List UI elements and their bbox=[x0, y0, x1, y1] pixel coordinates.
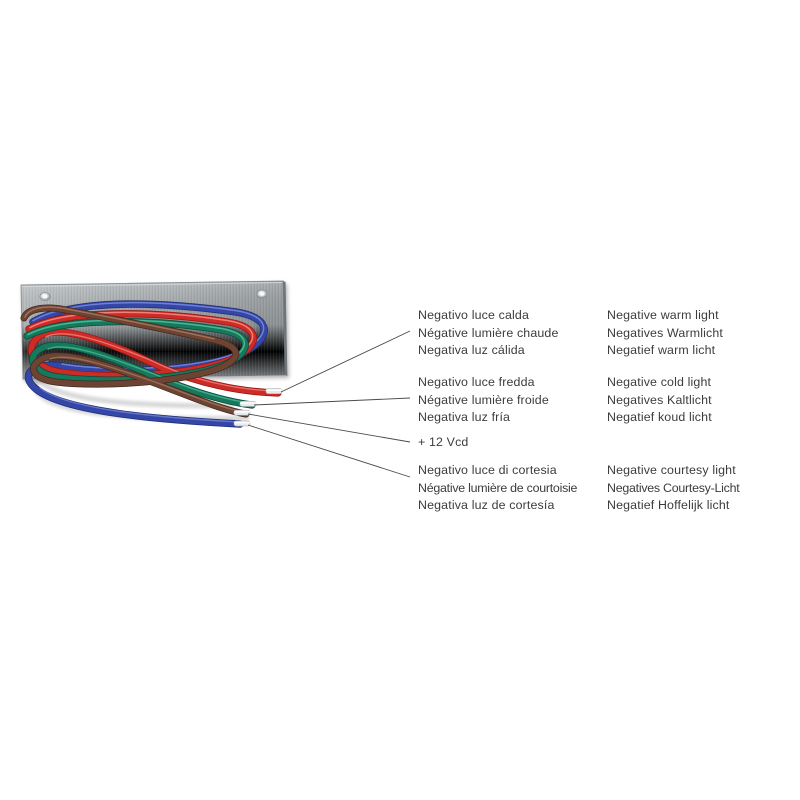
label-warm-nl: Negatief warm licht bbox=[607, 343, 716, 358]
label-courtesy-en: Negative courtesy light bbox=[607, 463, 736, 477]
label-warm-de: Negatives Warmlicht bbox=[607, 325, 723, 340]
label-warm-fr: Négative lumière chaude bbox=[418, 325, 559, 340]
label-courtesy-nl: Negatief Hoffelijk licht bbox=[607, 498, 730, 513]
green-wire bbox=[23, 318, 256, 409]
label-warm-en: Negative warm light bbox=[607, 308, 719, 322]
leader-line-courtesy bbox=[247, 424, 411, 478]
wire-tip-cold bbox=[239, 401, 257, 407]
label-cold-fr: Négative lumière froide bbox=[418, 392, 549, 407]
wire-bundle bbox=[20, 300, 282, 428]
label-cold-left: Negativo luce fredda Négative lumière fr… bbox=[418, 374, 549, 427]
label-courtesy-es: Negativa luz de cortesía bbox=[418, 498, 555, 513]
wire-tip-courtesy bbox=[233, 420, 251, 427]
label-cold-right: Negative cold light Negatives Kaltlicht … bbox=[607, 374, 712, 427]
label-cold-en: Negative cold light bbox=[607, 375, 712, 389]
label-courtesy-left: Negativo luce di cortesia Négative lumiè… bbox=[418, 462, 577, 515]
leader-line-power bbox=[247, 413, 411, 443]
label-power: + 12 Vcd bbox=[418, 435, 469, 449]
red-wire bbox=[25, 310, 282, 397]
leader-lines bbox=[247, 330, 411, 478]
label-cold-nl: Negatief koud licht bbox=[607, 410, 712, 425]
wire-tip-power bbox=[233, 409, 251, 416]
label-cold-de: Negatives Kaltlicht bbox=[607, 392, 712, 407]
label-warm-es: Negativa luz cálida bbox=[418, 343, 525, 358]
label-warm-right: Negative warm light Negatives Warmlicht … bbox=[607, 307, 723, 360]
label-courtesy-right: Negative courtesy light Negatives Courte… bbox=[607, 462, 740, 515]
leader-line-cold bbox=[253, 397, 411, 406]
label-courtesy-de: Negatives Courtesy-Licht bbox=[607, 480, 740, 495]
label-cold-es: Negativa luz fría bbox=[418, 410, 511, 425]
label-cold-it: Negativo luce fredda bbox=[418, 375, 535, 389]
label-warm-left: Negativo luce calda Négative lumière cha… bbox=[418, 307, 559, 360]
brown-wire bbox=[20, 304, 250, 418]
leader-line-warm bbox=[280, 330, 411, 393]
label-courtesy-it: Negativo luce di cortesia bbox=[418, 463, 557, 477]
label-warm-it: Negativo luce calda bbox=[418, 308, 529, 322]
label-courtesy-fr: Négative lumière de courtoisie bbox=[418, 480, 578, 495]
